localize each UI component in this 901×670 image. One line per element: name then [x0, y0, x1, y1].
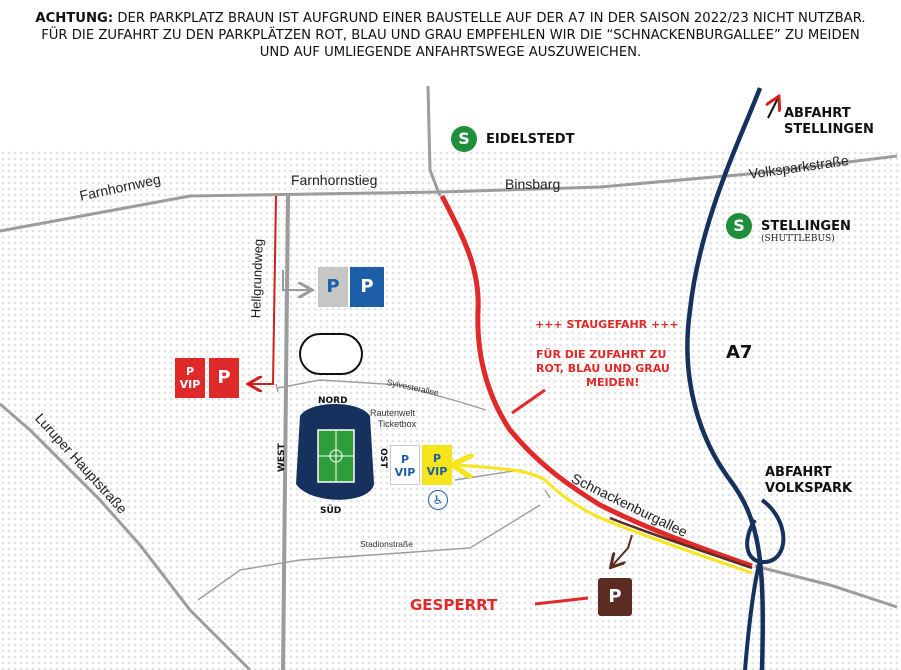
warning-line3: MEIDEN! [586, 376, 640, 389]
parking-grey: P [318, 267, 348, 307]
notice-line-1: ACHTUNG: DER PARKPLATZ BRAUN IST AUFGRUN… [35, 11, 866, 26]
street-binsbarg: Binsbarg [505, 176, 561, 192]
stadium-ost: OST [378, 448, 388, 469]
road-stadionstrasse [197, 504, 541, 601]
notice-line-2: FÜR DIE ZUFAHRT ZU DEN PARKPLÄTZEN ROT, … [41, 28, 860, 43]
motorway-a7 [685, 87, 765, 670]
notice-lead: ACHTUNG: [35, 11, 114, 26]
arrow-brown-lot [612, 534, 633, 566]
motorway-a7-ramp [745, 498, 786, 565]
route-jam-red [439, 194, 753, 569]
warning-line2: ROT, BLAU UND GRAU [536, 362, 670, 375]
street-farnhornstieg: Farnhornstieg [291, 172, 378, 188]
warning-line1: FÜR DIE ZUFAHRT ZU [536, 348, 667, 361]
closed-pointer [534, 596, 589, 606]
road-schnack-link [544, 489, 551, 499]
stadium-west: WEST [277, 443, 287, 472]
motorway-label: A7 [726, 342, 753, 363]
stadium [296, 404, 374, 500]
s-bahn-eidelstedt-icon: S [451, 126, 477, 152]
road-sylvester-end [275, 383, 279, 393]
s-bahn-stellingen-icon: S [726, 213, 752, 239]
stadium-sued: SÜD [320, 506, 342, 516]
ticketbox-line1: Rautenwelt [370, 408, 416, 418]
street-stadionstrasse: Stadionstraße [360, 539, 413, 549]
road-hellgrundweg [281, 195, 290, 670]
street-hellgrundweg: Hellgrundweg [248, 238, 266, 319]
arrow-red-lot [250, 195, 277, 384]
road-eidelstedt [426, 85, 442, 197]
closed-label: GESPERRT [410, 596, 498, 614]
station-eidelstedt: EIDELSTEDT [486, 132, 575, 147]
exit-stellingen-line2: STELLINGEN [784, 122, 874, 137]
road-farnhornweg [0, 154, 898, 233]
stadium-nord: NORD [318, 396, 348, 406]
exit-volkspark-line2: VOLKSPARK [765, 481, 853, 496]
ticketbox-line2: Ticketbox [378, 419, 417, 429]
station-stellingen-note: (SHUTTLEBUS) [761, 234, 835, 244]
route-vip-yellow [455, 465, 753, 575]
road-luruper [0, 402, 252, 670]
station-stellingen: STELLINGEN [761, 219, 851, 234]
arrow-grey-lot [282, 270, 310, 290]
notice-banner: ACHTUNG: DER PARKPLATZ BRAUN IST AUFGRUN… [0, 10, 901, 61]
motorway-a7-east [743, 559, 762, 670]
notice-line-3: UND AUF UMLIEGENDE ANFAHRTSWEGE AUSZUWEI… [259, 45, 642, 60]
parking-red: P [209, 358, 239, 398]
route-brown [609, 516, 753, 570]
warning-pointer [511, 388, 546, 415]
wheelchair-icon: ♿ [428, 490, 448, 510]
arrow-stellingen-exit [768, 98, 778, 119]
road-sylvesterallee [277, 379, 487, 411]
warning-headline: +++ STAUGEFAHR +++ [535, 318, 679, 331]
parking-brown: P [598, 578, 632, 616]
parking-blue: P [350, 267, 384, 307]
exit-volkspark-line1: ABFAHRT [765, 465, 832, 480]
exit-stellingen-line1: ABFAHRT [784, 106, 851, 121]
training-track [299, 333, 363, 375]
road-volkspark-east [754, 564, 898, 609]
